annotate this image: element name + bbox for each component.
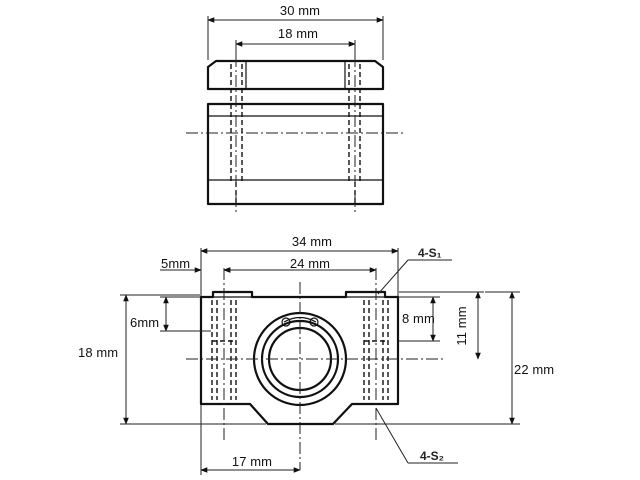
top-view-cap-outline <box>206 59 385 91</box>
callout-s1-leader-diagonal <box>377 259 409 295</box>
dim-8-label: 8 mm <box>402 311 435 326</box>
dim-11-label: 11 mm <box>454 306 469 345</box>
dim-18h-label: 18 mm <box>78 345 118 360</box>
dim-17-label: 17 mm <box>232 454 272 469</box>
callout-s1-label: 4-S₁ <box>418 246 442 260</box>
dim-6-label: 6mm <box>130 315 159 330</box>
dim-30-label: 30 mm <box>280 3 320 18</box>
top-view-body-outline <box>206 102 385 206</box>
retaining-clip-eye-right <box>309 317 319 327</box>
front-view: 34 mm 24 mm 5mm 4-S₁ 4-S₂ 6mm <box>78 234 554 475</box>
callout-s2-label: 4-S₂ <box>420 449 444 463</box>
dim-24-label: 24 mm <box>290 256 330 271</box>
dim-22-label: 22 mm <box>514 362 554 377</box>
retaining-clip-eye-left <box>281 317 291 327</box>
callout-s2-leader-diagonal <box>375 407 409 464</box>
top-view: 30 mm 18 mm <box>186 3 405 212</box>
dim-34-label: 34 mm <box>292 234 332 249</box>
dim-18-label: 18 mm <box>278 26 318 41</box>
dim-5-label: 5mm <box>161 256 190 271</box>
